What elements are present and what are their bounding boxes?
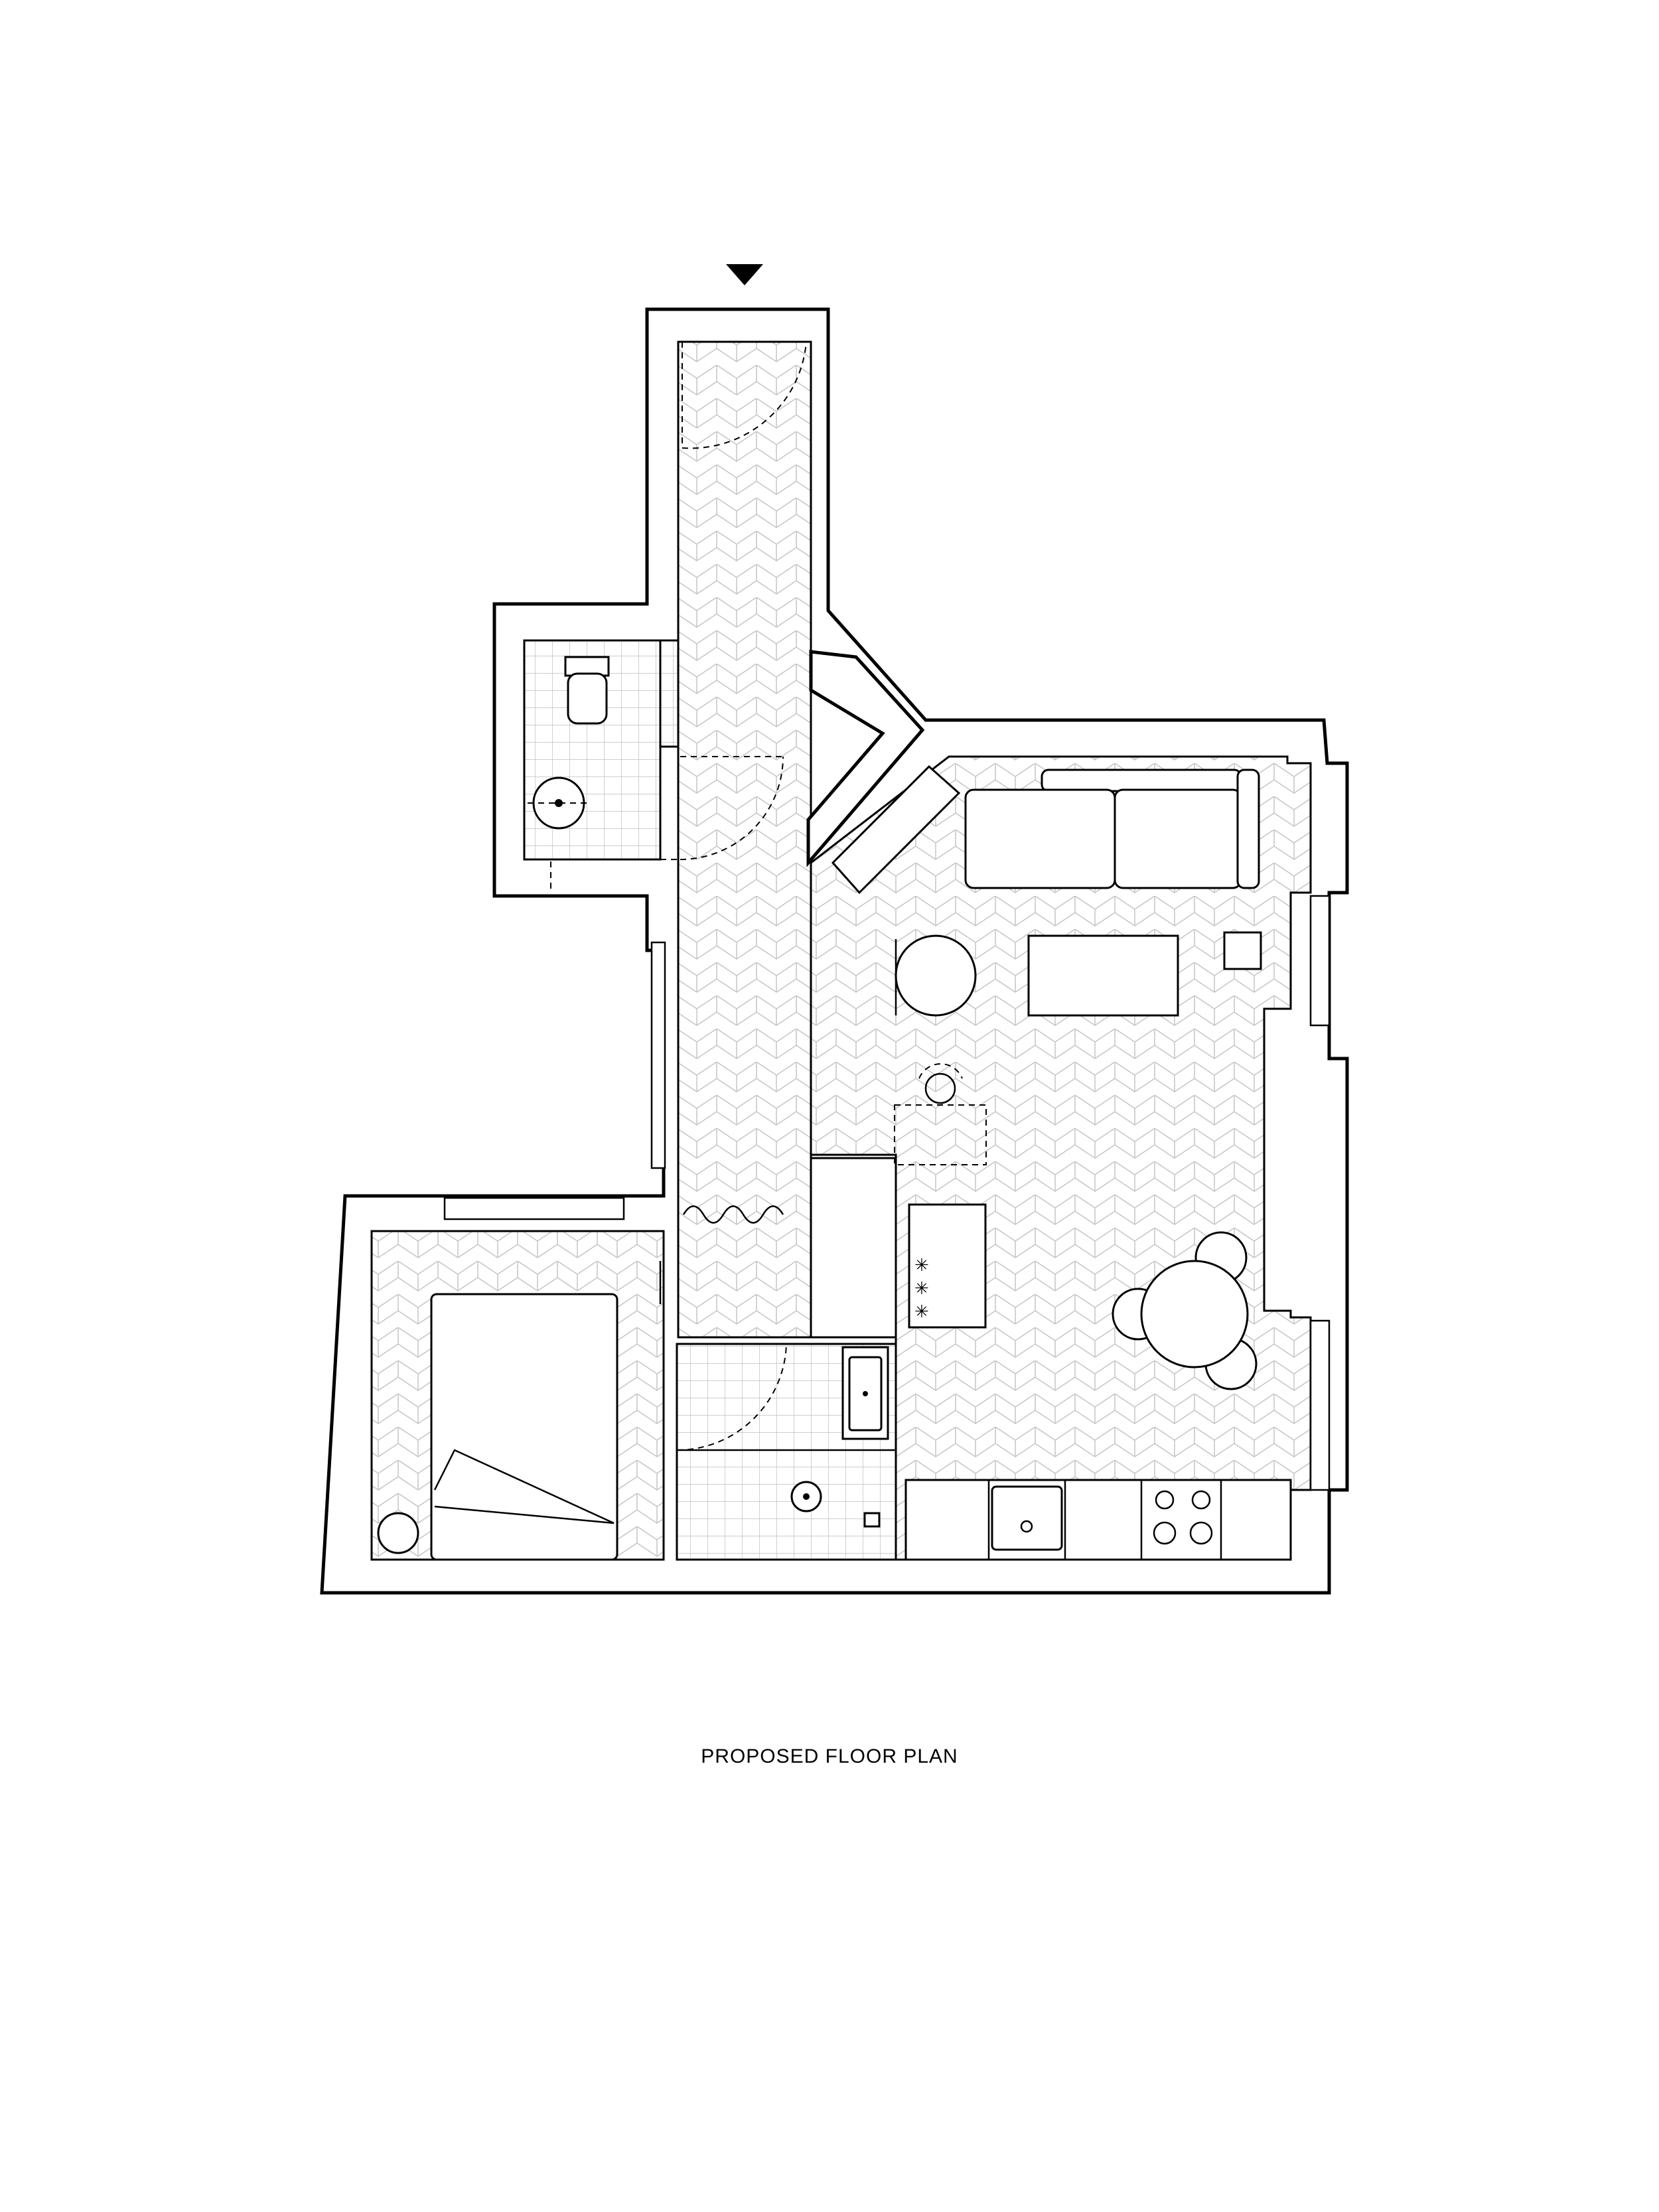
plan-caption: PROPOSED FLOOR PLAN: [701, 1745, 958, 1767]
sofa-armrest: [1236, 769, 1260, 889]
bed: [430, 1293, 618, 1561]
toilet-bowl: [567, 672, 608, 725]
kitchen-partition: [810, 1157, 897, 1339]
shower-mixer: [863, 1512, 881, 1528]
sofa-seat-right: [1114, 788, 1242, 889]
kitchen-sink-drain: [1020, 1520, 1033, 1533]
floor-lamp: [924, 1072, 956, 1104]
tall-cabinet: [894, 1104, 987, 1165]
floor-lamp-arc: [918, 1063, 963, 1079]
coffee-table: [1027, 934, 1179, 1017]
living-window-top: [1309, 895, 1331, 1027]
burner-1: [1155, 1490, 1175, 1510]
armchair: [895, 934, 977, 1017]
entrance-door-swing: [678, 309, 811, 449]
side-table: [1223, 931, 1262, 970]
hob-marks-2: ✳: [914, 1279, 929, 1299]
dining-table: [1140, 1260, 1249, 1368]
wc-door-swing: [680, 756, 784, 860]
sofa-seat-left: [964, 788, 1116, 889]
hallway: [677, 340, 812, 1339]
wc-closet: [659, 639, 680, 748]
entrance-arrow-icon: [726, 264, 763, 285]
bathroom-sink-drain: [863, 1391, 868, 1396]
bedside-table: [377, 1512, 419, 1554]
shower-drain-center: [803, 1493, 810, 1500]
bathroom-door-swing: [676, 1343, 787, 1451]
diagonal-shelf: [831, 765, 961, 895]
bedroom-window: [443, 1197, 625, 1220]
diagonal-niche: [806, 650, 925, 867]
hob-marks-3: ✳: [914, 1302, 929, 1322]
hob-marks: ✳: [914, 1256, 929, 1276]
kitchen-counter: [904, 1479, 1292, 1561]
burner-4: [1189, 1521, 1213, 1545]
living-window-bottom: [1309, 1319, 1331, 1491]
kitchen-sink: [991, 1485, 1063, 1551]
corridor-window: [650, 941, 666, 1169]
oven-column: [908, 1203, 987, 1329]
burner-3: [1153, 1521, 1177, 1545]
sofa-backrest: [1041, 769, 1242, 792]
toilet-tank: [564, 656, 610, 677]
burner-2: [1191, 1490, 1211, 1510]
bed-sheet-fold: [433, 1449, 614, 1524]
wc-basin-drain: [555, 799, 563, 807]
curtain-wave: [682, 1205, 784, 1224]
